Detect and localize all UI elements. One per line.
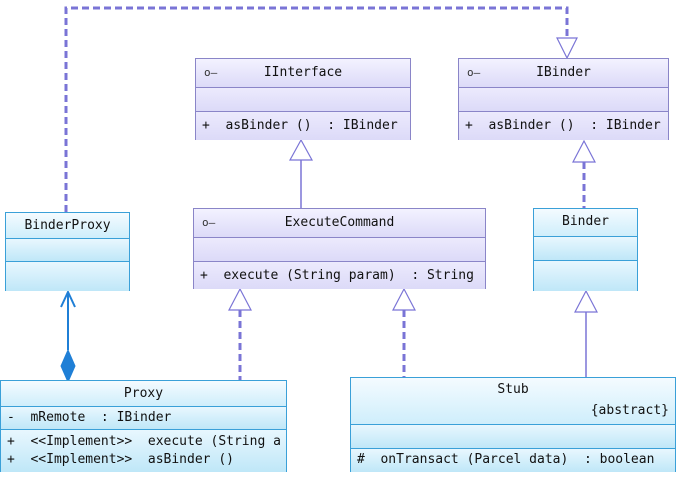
method-ontransact: # onTransact (Parcel data) : boolean xyxy=(357,452,655,467)
iinterface-inheritance-triangle xyxy=(288,138,314,161)
class-name: ExecuteCommand xyxy=(284,215,395,230)
class-ibinder[interactable]: o— IBinder + asBinder () : IBinder xyxy=(458,58,669,140)
ibinder-open-triangle-arrowhead xyxy=(556,37,578,60)
binderproxy-open-arrowhead xyxy=(60,289,76,308)
method-asbinder: + asBinder () : IBinder xyxy=(465,118,661,133)
binderproxy-to-ibinder-dependency xyxy=(64,6,569,212)
executecommand-realization-triangle-right xyxy=(392,287,416,311)
class-stub[interactable]: Stub {abstract} # onTransact (Parcel dat… xyxy=(350,377,676,472)
method-asbinder: + <<Implement>> asBinder () xyxy=(7,452,234,467)
interface-lollipop-icon: o— xyxy=(202,216,216,229)
method-asbinder: + asBinder () : IBinder xyxy=(202,118,398,133)
attribute-mremote: - mRemote : IBinder xyxy=(7,410,172,425)
class-name: IInterface xyxy=(263,65,343,80)
interface-lollipop-icon: o— xyxy=(467,66,481,79)
class-executecommand[interactable]: o— ExecuteCommand + execute (String para… xyxy=(193,208,486,289)
binder-inheritance-triangle xyxy=(574,289,598,313)
composition-filled-diamond xyxy=(60,348,76,384)
class-iinterface[interactable]: o— IInterface + asBinder () : IBinder xyxy=(195,58,411,140)
ibinder-realization-triangle xyxy=(572,139,596,163)
class-name: IBinder xyxy=(536,65,591,80)
method-execute: + <<Implement>> execute (String a xyxy=(7,434,281,449)
executecommand-realization-triangle-left xyxy=(228,287,252,311)
class-name: Stub xyxy=(497,382,529,397)
method-execute: + execute (String param) : String xyxy=(200,268,474,283)
class-name: Proxy xyxy=(123,386,164,401)
class-name: BinderProxy xyxy=(24,218,111,233)
class-name: Binder xyxy=(562,214,609,229)
class-binderproxy[interactable]: BinderProxy xyxy=(5,212,130,291)
abstract-stereotype: {abstract} xyxy=(590,403,669,418)
class-proxy[interactable]: Proxy - mRemote : IBinder + <<Implement>… xyxy=(0,380,287,472)
interface-lollipop-icon: o— xyxy=(204,66,218,79)
class-binder[interactable]: Binder xyxy=(533,208,638,291)
